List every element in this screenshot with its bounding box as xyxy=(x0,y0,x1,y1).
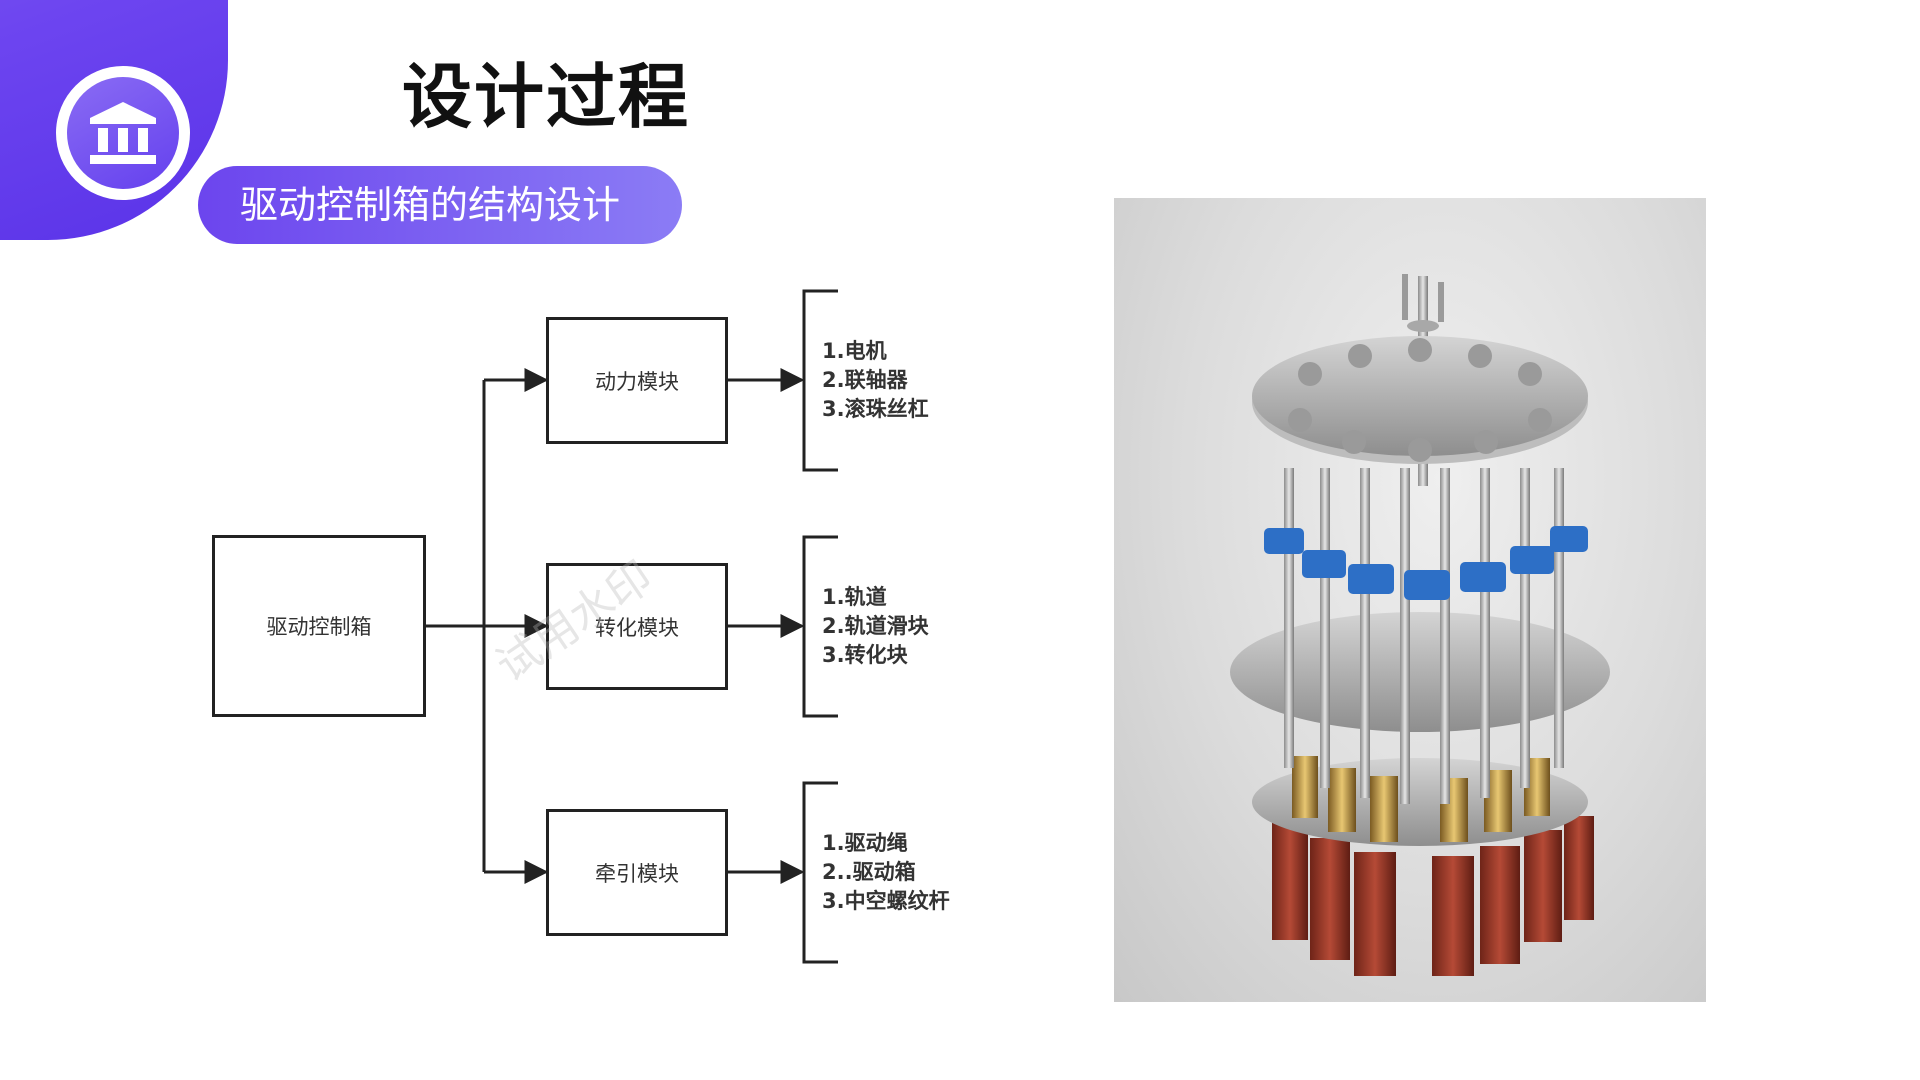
list-bracket-power xyxy=(802,289,838,472)
list-item: 1.驱动绳 xyxy=(822,831,908,855)
root-node: 驱动控制箱 xyxy=(212,535,426,717)
section-subtitle: 驱动控制箱的结构设计 xyxy=(198,166,682,244)
module-node-transform: 转化模块 xyxy=(546,563,728,690)
module-node-power: 动力模块 xyxy=(546,317,728,444)
drive-control-box-render xyxy=(1114,198,1706,1002)
logo-badge xyxy=(56,66,190,200)
logo-inner xyxy=(67,77,179,189)
list-item: 1.轨道 xyxy=(822,585,887,609)
module-node-traction: 牵引模块 xyxy=(546,809,728,936)
list-item: 3.中空螺纹杆 xyxy=(822,889,950,913)
component-list-power: 1.电机 2.联轴器 3.滚珠丝杠 xyxy=(822,337,929,424)
root-node-label: 驱动控制箱 xyxy=(266,615,372,639)
list-item: 2.轨道滑块 xyxy=(822,614,929,638)
module-label: 牵引模块 xyxy=(595,861,679,886)
mechanism-illustration xyxy=(1230,274,1610,976)
component-list-transform: 1.轨道 2.轨道滑块 3.转化块 xyxy=(822,583,929,670)
list-bracket-traction xyxy=(802,781,838,964)
list-item: 2..驱动箱 xyxy=(822,860,916,884)
list-item: 3.滚珠丝杠 xyxy=(822,397,929,421)
list-item: 2.联轴器 xyxy=(822,368,908,392)
module-label: 转化模块 xyxy=(595,615,679,640)
component-list-traction: 1.驱动绳 2..驱动箱 3.中空螺纹杆 xyxy=(822,829,950,916)
institution-icon xyxy=(90,102,156,164)
list-item: 1.电机 xyxy=(822,339,887,363)
module-label: 动力模块 xyxy=(595,369,679,394)
page-title: 设计过程 xyxy=(402,56,690,138)
list-bracket-transform xyxy=(802,535,838,718)
list-item: 3.转化块 xyxy=(822,643,908,667)
